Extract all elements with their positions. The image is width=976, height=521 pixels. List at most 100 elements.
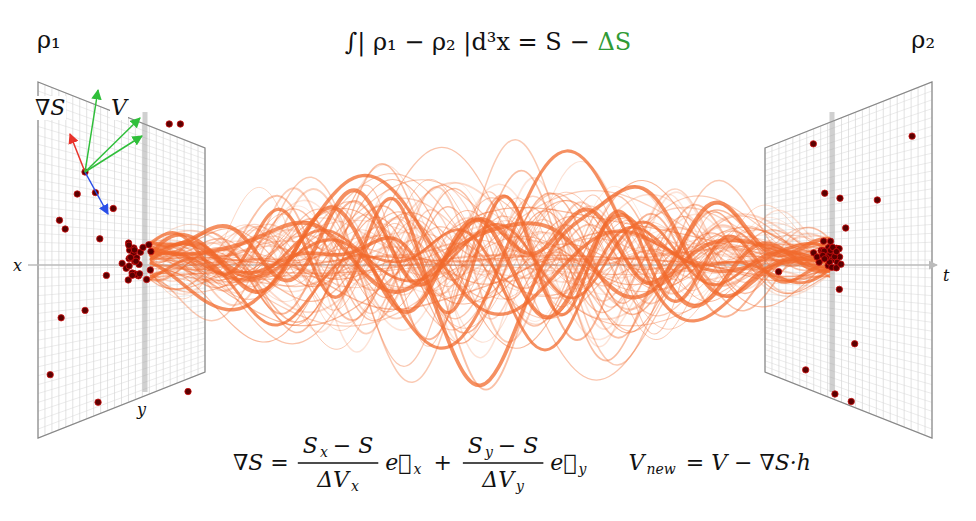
- particle: [82, 307, 88, 313]
- axis-label: x: [12, 257, 23, 275]
- grid-line: [765, 127, 932, 177]
- formula-text: V: [628, 451, 646, 475]
- particle: [62, 226, 68, 232]
- grid-line: [765, 216, 932, 233]
- fraction-bar: [463, 462, 544, 463]
- grid-line: [765, 135, 932, 181]
- grid-line: [38, 135, 205, 181]
- particle: [136, 271, 142, 277]
- formula-text: e⃗: [549, 451, 577, 475]
- trajectory: [150, 185, 830, 346]
- grid-line: [38, 216, 205, 233]
- grid-line: [765, 207, 932, 227]
- trajectory: [150, 161, 830, 342]
- particle: [148, 248, 154, 254]
- formula-text: ∇S =: [232, 451, 290, 475]
- grid-line: [38, 127, 205, 177]
- particle: [146, 242, 152, 248]
- trajectory: [150, 183, 830, 322]
- grid-line: [765, 355, 932, 411]
- trajectory: [150, 195, 830, 340]
- particle: [166, 121, 172, 127]
- vector-arrow: [85, 118, 140, 172]
- grid-line: [38, 198, 205, 221]
- trajectory: [150, 183, 830, 319]
- grid-line: [765, 198, 932, 221]
- grid-line: [38, 327, 205, 367]
- particle: [848, 398, 854, 404]
- particle: [838, 261, 844, 267]
- particle: [97, 236, 103, 242]
- grid-line: [38, 361, 205, 420]
- grid-line: [765, 144, 932, 187]
- grid-line: [765, 153, 932, 193]
- trajectory: [150, 147, 830, 380]
- trajectory: [150, 232, 830, 310]
- formula-subscript: x: [350, 479, 360, 494]
- formula-subscript: y: [484, 445, 494, 460]
- grid-line: [38, 294, 205, 314]
- particle: [775, 269, 781, 275]
- particle: [58, 315, 64, 321]
- formula-text: − S: [332, 434, 375, 458]
- grid-line: [38, 153, 205, 193]
- formula-subscript: new: [645, 462, 676, 477]
- grid-line: [765, 322, 932, 358]
- particle: [127, 254, 133, 260]
- particle: [147, 267, 153, 273]
- trajectories: [150, 140, 830, 390]
- grid-line: [38, 338, 205, 384]
- vector-arrow: [85, 172, 108, 214]
- formula-text: +: [432, 451, 452, 475]
- grid-line: [38, 310, 205, 340]
- formula-subscript: y: [578, 462, 588, 477]
- grid-line: [765, 366, 932, 429]
- particle: [821, 256, 827, 262]
- trajectory: [150, 194, 830, 358]
- grid-line: [38, 366, 205, 429]
- grid-line: [765, 299, 932, 322]
- formula-subscript: x: [413, 462, 423, 477]
- particle: [110, 205, 116, 211]
- particle: [131, 247, 137, 253]
- formula-text: ΔV: [481, 468, 515, 492]
- density-label: ρ₁: [36, 27, 62, 53]
- grid-line: [765, 361, 932, 420]
- trajectory: [150, 140, 830, 383]
- particle: [126, 263, 132, 269]
- grid-line: [765, 344, 932, 394]
- particle: [836, 286, 842, 292]
- vector-label: V: [110, 96, 128, 120]
- particle: [56, 217, 62, 223]
- formula-text: ΔS: [597, 29, 633, 55]
- trajectory: [150, 201, 830, 302]
- particle: [95, 399, 101, 405]
- grid-line: [38, 118, 205, 171]
- particle: [822, 190, 828, 196]
- grid-line: [765, 100, 932, 159]
- grid-line: [38, 333, 205, 376]
- trajectory: [150, 220, 830, 295]
- grid-line: [765, 118, 932, 171]
- particle: [802, 367, 808, 373]
- grid-line: [765, 109, 932, 165]
- grid-line: [765, 310, 932, 340]
- grid-line: [765, 327, 932, 367]
- particle: [103, 272, 109, 278]
- trajectory: [150, 185, 830, 324]
- grid-line: [765, 180, 932, 210]
- formula-text: − S: [497, 434, 540, 458]
- grid-line: [765, 189, 932, 215]
- gradient-vectors: [70, 90, 142, 214]
- formula-text: S: [467, 434, 484, 458]
- particle: [820, 238, 826, 244]
- particle: [143, 276, 149, 282]
- particle: [832, 391, 838, 397]
- grid-line: [765, 338, 932, 384]
- particle: [843, 225, 849, 231]
- grid-line: [38, 299, 205, 322]
- particles: [47, 121, 915, 406]
- grid-line: [765, 316, 932, 349]
- formula-text: ΔV: [316, 468, 350, 492]
